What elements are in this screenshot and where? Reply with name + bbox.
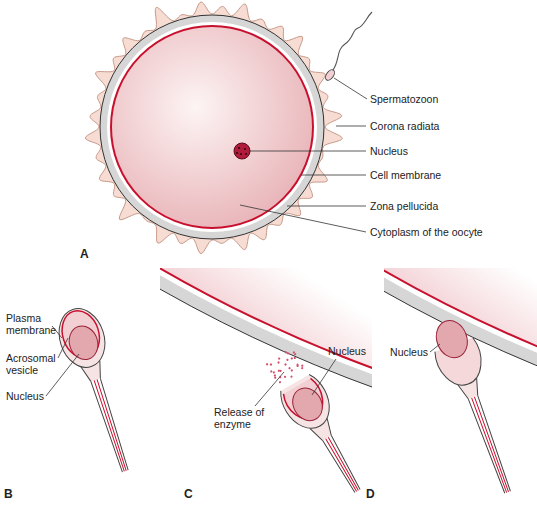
part-label: Acrosomal vesicle [6, 352, 64, 376]
enzyme-dot [301, 364, 304, 367]
leader-line [240, 205, 366, 232]
enzyme-dot [279, 381, 282, 384]
sperm-tail-core [326, 437, 359, 491]
leader-line [336, 126, 366, 127]
spermatozoon-d [425, 314, 529, 500]
panel-letter: C [184, 487, 193, 501]
part-label: Plasma membrane [6, 312, 56, 336]
enzyme-dot [278, 357, 281, 360]
leader-line [312, 359, 336, 395]
part-label: Nucleus [6, 390, 44, 402]
part-label: Nucleus [328, 345, 366, 357]
plasma-membrane [276, 372, 339, 437]
enzyme-dot [270, 370, 273, 373]
zona-pellucida [384, 268, 537, 388]
zona-pellucida [160, 268, 372, 402]
enzyme-dot [287, 352, 290, 355]
perivitelline-gap [384, 268, 537, 388]
leader-line [334, 78, 367, 99]
cell-membrane [111, 26, 313, 228]
small-spermatozoon [324, 12, 372, 82]
enzyme-dot [293, 356, 296, 359]
sperm-tail [91, 378, 130, 472]
oocyte-nucleus [234, 143, 250, 159]
sperm-tail [323, 436, 362, 494]
part-label: Spermatozoon [370, 93, 438, 105]
acrosomal-vesicle [56, 306, 105, 363]
panel-letter: B [4, 487, 13, 501]
cell-membrane [384, 268, 537, 388]
chromatin-dot [244, 148, 246, 150]
sperm-tail-core [94, 379, 127, 471]
leader-lines [430, 344, 440, 352]
spermatozoon-c [260, 344, 377, 502]
part-label: Cell membrane [370, 169, 441, 181]
sperm-tail [468, 396, 512, 494]
enzyme-dot [294, 353, 297, 356]
chromatin-dot [240, 153, 242, 155]
enzyme-dot [277, 361, 280, 364]
enzyme-dot [272, 371, 275, 374]
part-label: Release of enzyme [214, 406, 270, 430]
cell-membrane [160, 268, 372, 402]
oocyte [85, 2, 342, 254]
enzyme-dot [296, 364, 299, 367]
chromatin-dot [236, 152, 238, 154]
enzyme-dot [286, 358, 289, 361]
spermatozoon-b [52, 303, 146, 478]
enzyme-dot [269, 363, 272, 366]
leader-line [430, 344, 440, 352]
leader-line [301, 175, 366, 176]
acrosomal-vesicle [281, 377, 330, 426]
leader-line [255, 372, 284, 406]
sperm-tail-core [472, 397, 509, 493]
sperm-nucleus [65, 322, 102, 363]
sperm-nucleus [287, 383, 328, 426]
leader-line [58, 338, 68, 358]
enzyme-dot [277, 369, 280, 372]
perivitelline-gap [160, 268, 372, 402]
part-label: Nucleus [370, 145, 408, 157]
enzyme-dot [301, 367, 304, 370]
enzyme-dot [284, 363, 287, 366]
leader-lines [240, 78, 367, 232]
chromatin-dot [245, 153, 247, 155]
part-label: Cytoplasm of the oocyte [370, 226, 483, 238]
enzyme-dot [290, 375, 293, 378]
panel-letter: A [80, 247, 89, 261]
enzyme-dot [283, 375, 286, 378]
corona-radiata [85, 2, 342, 254]
part-label: Nucleus [380, 346, 428, 358]
enzyme-dot [290, 369, 293, 372]
enzyme-dots [265, 347, 306, 386]
sperm-tail [333, 12, 372, 70]
leader-line [250, 151, 366, 152]
enzyme-dot [284, 351, 287, 354]
enzyme-dot [288, 367, 291, 370]
leader-lines [255, 359, 336, 406]
part-label: Zona pellucida [370, 200, 438, 212]
part-label: Corona radiata [370, 120, 439, 132]
sperm-head [324, 68, 337, 82]
enzyme-dot [274, 376, 277, 379]
perivitelline-gap [107, 22, 317, 232]
plasma-membrane [52, 303, 112, 374]
chromatin-dot [238, 147, 240, 149]
oocyte-surface [384, 268, 537, 388]
zona-pellucida [100, 15, 324, 239]
panel-letter: D [366, 487, 375, 501]
sperm-nucleus [431, 316, 472, 362]
enzyme-dot [290, 357, 293, 360]
enzyme-dot [273, 374, 276, 377]
leader-line [287, 206, 366, 207]
enzyme-dot [266, 363, 269, 366]
oocyte-surface [160, 268, 372, 402]
